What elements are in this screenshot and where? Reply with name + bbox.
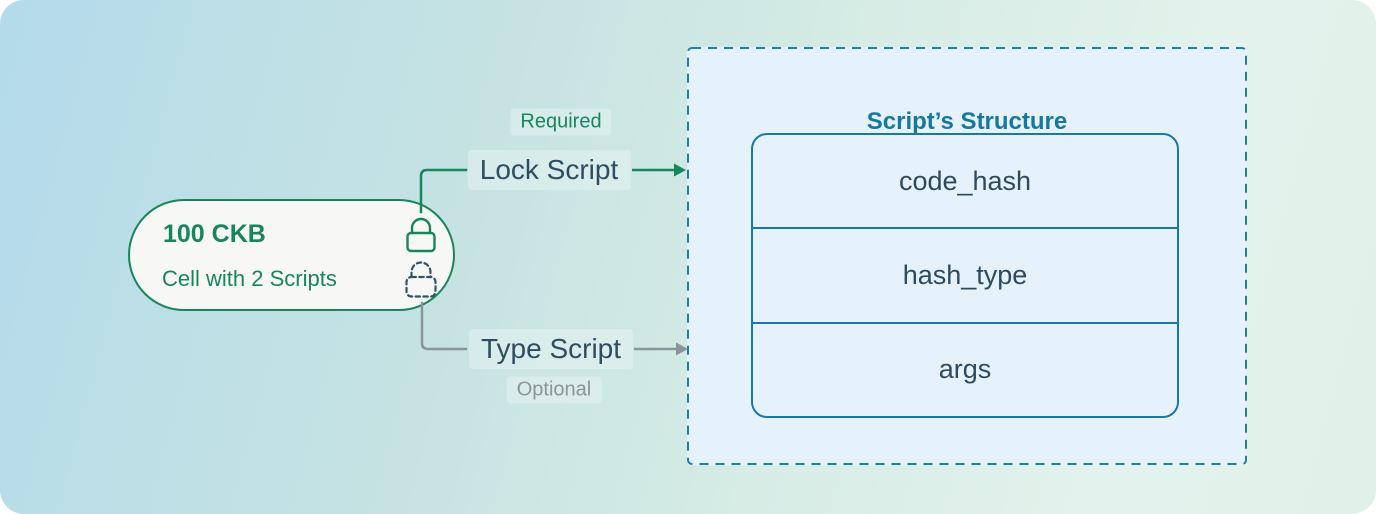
script-structure-box: Script’s Structure code_hash hash_type a… (687, 47, 1247, 465)
structure-row-hash-type: hash_type (753, 227, 1177, 321)
structure-table: code_hash hash_type args (751, 133, 1179, 418)
lock-script-label: Lock Script (467, 150, 631, 190)
cell-description: Cell with 2 Scripts (162, 266, 337, 291)
structure-dashed-border (687, 47, 1247, 465)
optional-label: Optional (506, 376, 602, 404)
cell-pill (128, 199, 455, 311)
cell-amount: 100 CKB (163, 220, 266, 248)
required-label: Required (510, 108, 612, 136)
structure-row-code-hash: code_hash (898, 165, 1032, 196)
lock-script-arrowhead (674, 163, 686, 177)
type-script-label: Type Script (468, 329, 634, 369)
type-script-connector (420, 301, 468, 351)
structure-row-args: args (753, 321, 1177, 416)
structure-title: Script’s Structure (866, 108, 1068, 135)
lock-script-connector (419, 168, 468, 214)
